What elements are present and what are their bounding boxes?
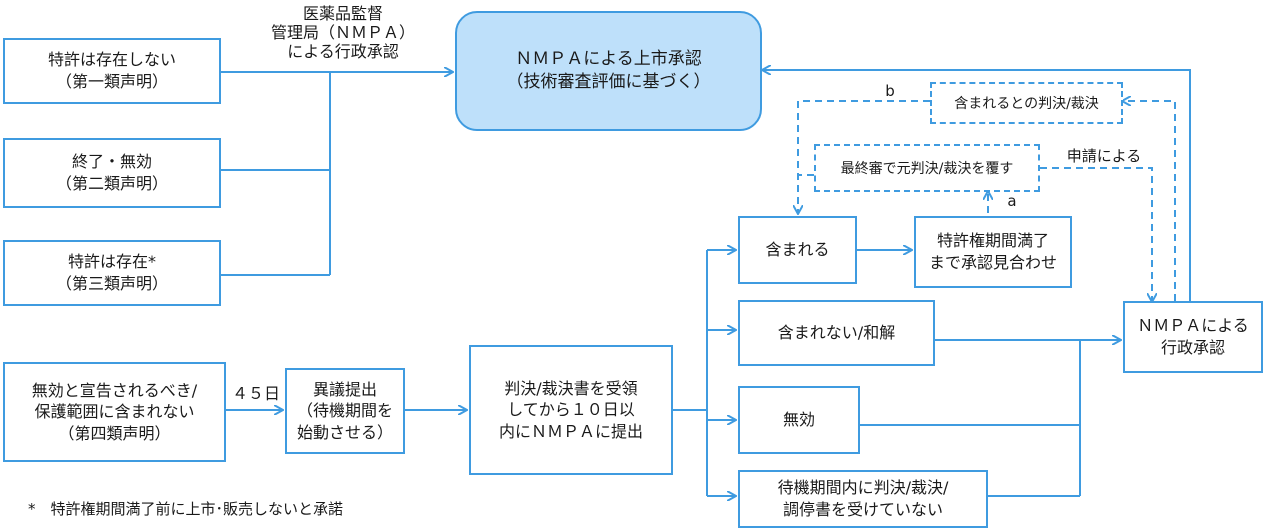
invalid-box: 無効 [738,386,860,454]
by-application-label: 申請による [1066,147,1142,165]
no-ruling-box: 待機期間内に判決/裁決/ 調停書を受けていない [738,470,988,528]
declaration-2-box: 終了・無効 （第二類声明） [3,138,221,208]
label-b: b [885,82,895,100]
edge-to-ruled [1123,101,1176,301]
ruled-included-box: 含まれるとの判決/裁決 [930,82,1123,124]
edge-application-path [1040,167,1152,301]
label-a: a [1007,192,1017,210]
nmpa-admin-approval-box: ＮＭＰＡによる 行政承認 [1123,301,1263,373]
declaration-3-box: 特許は存在* （第三類声明） [3,240,221,306]
declaration-4-box: 無効と宣告されるべき/ 保護範囲に含まれない （第四類声明） [3,362,226,462]
edge-admin-to-market [763,70,1191,301]
included-box: 含まれる [738,216,857,284]
footnote: * 特許権期間満了前に上市･販売しないと承諾 [28,500,344,518]
submit-box: 判決/裁決書を受領 してから１０日以 内にＮＭＰＡに提出 [469,345,673,475]
objection-box: 異議提出 （待機期間を 始動させる） [285,368,405,454]
declaration-1-box: 特許は存在しない （第一類声明） [3,38,221,104]
nmpa-admin-approval-label: 医薬品監督 管理局（ＮＭＰＡ） による行政承認 [270,4,415,62]
wait-expiry-box: 特許権期間満了 まで承認見合わせ [914,216,1072,288]
final-overturn-box: 最終審で元判決/裁決を覆す [814,144,1040,192]
nmpa-market-approval-box: ＮＭＰＡによる上市承認 （技術審査評価に基づく） [455,11,762,131]
not-included-box: 含まれない/和解 [738,300,935,366]
days-45-label: ４５日 [231,384,280,403]
